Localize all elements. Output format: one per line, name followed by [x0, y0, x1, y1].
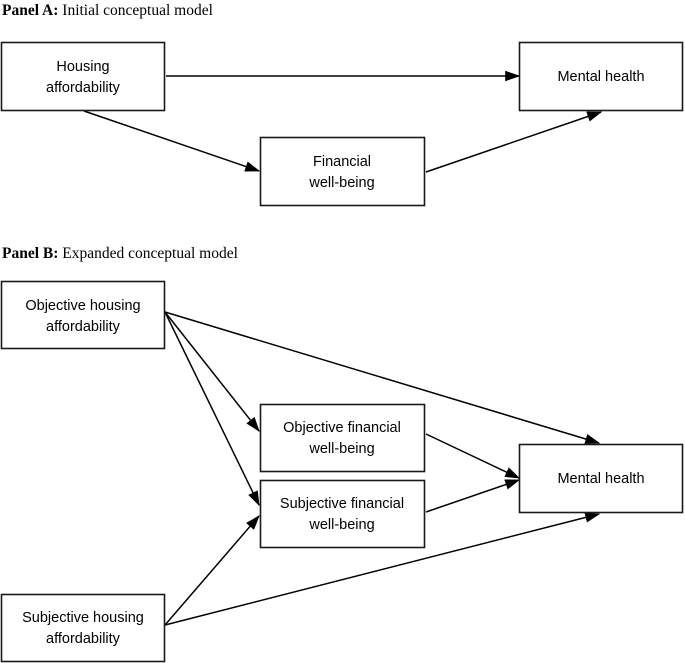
node-a-housing-affordability: Housing affordability: [0, 41, 166, 112]
panel-a-title-bold: Panel A:: [2, 2, 58, 19]
edge-b-subjhousing-to-subjfinancial: [164, 515, 260, 626]
node-a-financial-wellbeing-line1: Financial: [313, 154, 371, 170]
panel-a-title: Panel A: Initial conceptual model: [2, 2, 213, 19]
node-b-objective-housing-line2: affordability: [46, 319, 121, 335]
edge-b-subjhousing-to-mental-health: [164, 512, 601, 626]
edge-b-subjfinancial-to-mental-health: [425, 479, 521, 513]
node-b-objective-housing-line1: Objective housing: [25, 298, 140, 314]
node-b-subjective-financial: Subjective financial well-being: [259, 479, 426, 549]
node-a-financial-wellbeing: Financial well-being: [259, 136, 426, 207]
node-a-housing-affordability-line1: Housing: [56, 59, 109, 75]
node-b-mental-health-line1: Mental health: [557, 471, 644, 487]
panel-b-title-rest: Expanded conceptual model: [58, 245, 237, 262]
node-b-subjective-housing-line1: Subjective housing: [22, 610, 144, 626]
node-a-mental-health: Mental health: [518, 41, 684, 112]
edge-b-objhousing-to-subjfinancial: [164, 311, 260, 507]
node-b-objective-financial-line1: Objective financial: [283, 420, 401, 436]
node-a-housing-affordability-line2: affordability: [46, 80, 121, 96]
node-b-objective-financial-line2: well-being: [308, 441, 374, 457]
edge-b-objhousing-to-objfinancial: [164, 311, 260, 432]
panel-b-title-bold: Panel B:: [2, 245, 58, 262]
node-b-objective-financial: Objective financial well-being: [259, 403, 426, 473]
node-b-subjective-housing-line2: affordability: [46, 631, 121, 647]
node-b-subjective-financial-line1: Subjective financial: [280, 496, 404, 512]
panel-b-title: Panel B: Expanded conceptual model: [2, 245, 238, 262]
edge-b-objfinancial-to-mental-health: [425, 433, 521, 479]
node-b-objective-housing: Objective housing affordability: [0, 280, 166, 350]
node-b-mental-health: Mental health: [518, 443, 684, 514]
node-b-subjective-housing: Subjective housing affordability: [0, 593, 166, 663]
node-a-financial-wellbeing-line2: well-being: [308, 175, 374, 191]
node-b-subjective-financial-line2: well-being: [308, 517, 374, 533]
edge-b-objhousing-to-mental-health: [164, 311, 601, 445]
edge-a-housing-to-financial: [83, 110, 261, 172]
edge-a-financial-to-mental-health: [425, 111, 603, 173]
panel-a-title-rest: Initial conceptual model: [58, 2, 213, 19]
node-a-mental-health-line1: Mental health: [557, 69, 644, 85]
